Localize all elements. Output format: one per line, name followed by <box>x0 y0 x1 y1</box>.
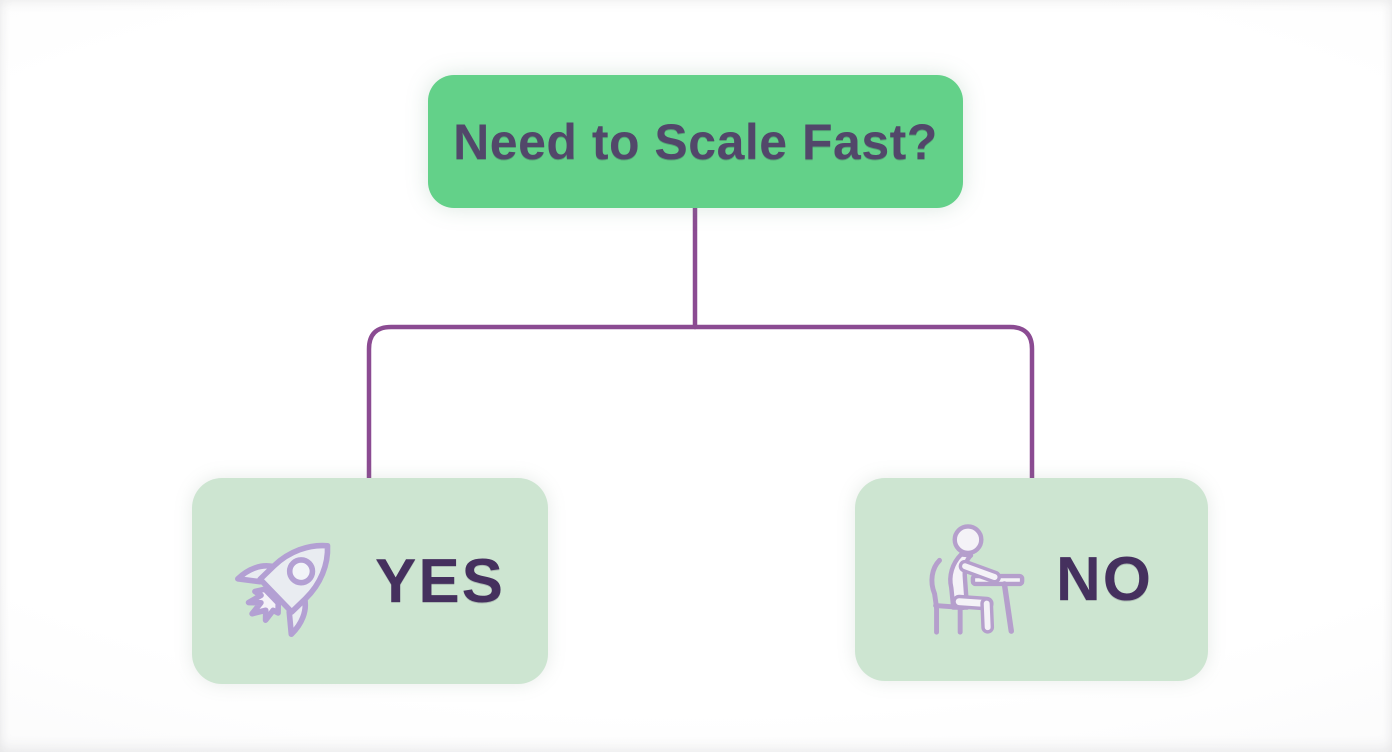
chair-back <box>929 557 942 610</box>
rocket-window <box>286 557 316 586</box>
person-at-desk-icon <box>929 523 1025 635</box>
person-head <box>952 523 984 555</box>
connector-branch-rail <box>366 324 1035 482</box>
decision-node-label: Need to Scale Fast? <box>453 113 938 170</box>
branch-node-no: NO <box>855 478 1208 681</box>
person-shin-fill <box>983 600 991 630</box>
branch-label-no: NO <box>1056 545 1153 614</box>
person-arm-fill <box>962 562 998 580</box>
rocket-icon <box>234 542 331 638</box>
decision-node-root: Need to Scale Fast? <box>428 75 963 208</box>
branch-label-yes: YES <box>374 546 506 616</box>
rocket-flame <box>245 586 282 623</box>
branch-node-yes: YES <box>192 478 548 684</box>
desk-leg <box>1001 580 1014 634</box>
